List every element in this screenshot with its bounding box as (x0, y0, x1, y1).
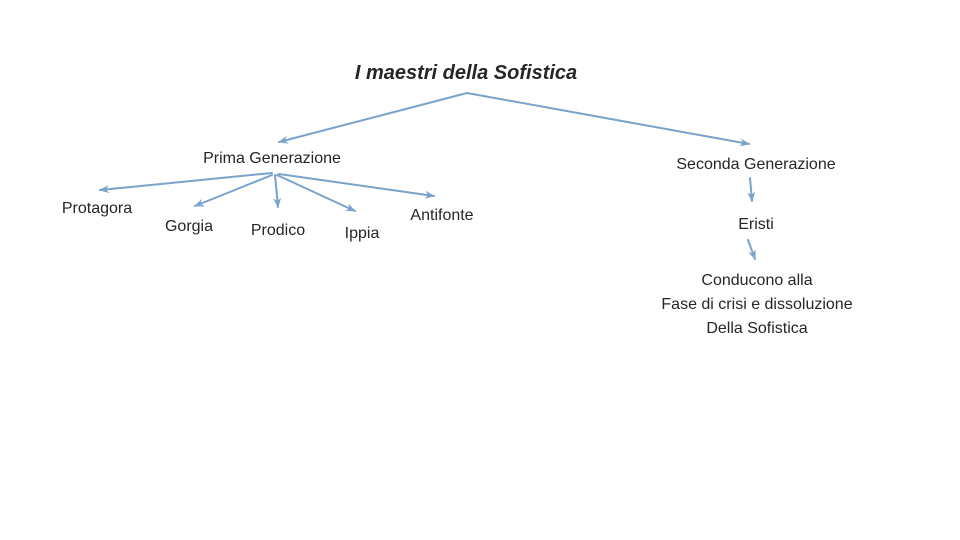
slide-title: I maestri della Sofistica (354, 62, 578, 84)
node-ippia: Ippia (344, 225, 380, 242)
arrow-title-to-prima (278, 92, 468, 144)
arrow-title-to-seconda (466, 92, 750, 147)
node-prima-generazione: Prima Generazione (203, 150, 341, 167)
node-prodico: Prodico (250, 222, 306, 239)
arrow-prima-to-gorgia (194, 174, 273, 207)
node-protagora: Protagora (61, 200, 133, 217)
conclusion-line-1: Conducono alla (701, 272, 813, 289)
arrow-eristi-to-conclusion (747, 239, 756, 260)
arrow-prima-to-ippia (276, 174, 356, 212)
conclusion-line-3: Della Sofistica (706, 320, 808, 337)
arrow-prima-to-protagora (99, 172, 273, 194)
node-eristi: Eristi (738, 216, 774, 233)
node-gorgia: Gorgia (164, 218, 214, 235)
node-conclusion: Conducono alla Fase di crisi e dissoluzi… (627, 269, 887, 341)
arrow-prima-to-prodico (273, 174, 282, 208)
arrow-seconda-to-eristi (747, 177, 756, 202)
conclusion-line-2: Fase di crisi e dissoluzione (661, 296, 853, 313)
node-seconda-generazione: Seconda Generazione (676, 156, 836, 173)
node-antifonte: Antifonte (410, 207, 474, 224)
arrow-prima-to-antifonte (278, 173, 435, 199)
